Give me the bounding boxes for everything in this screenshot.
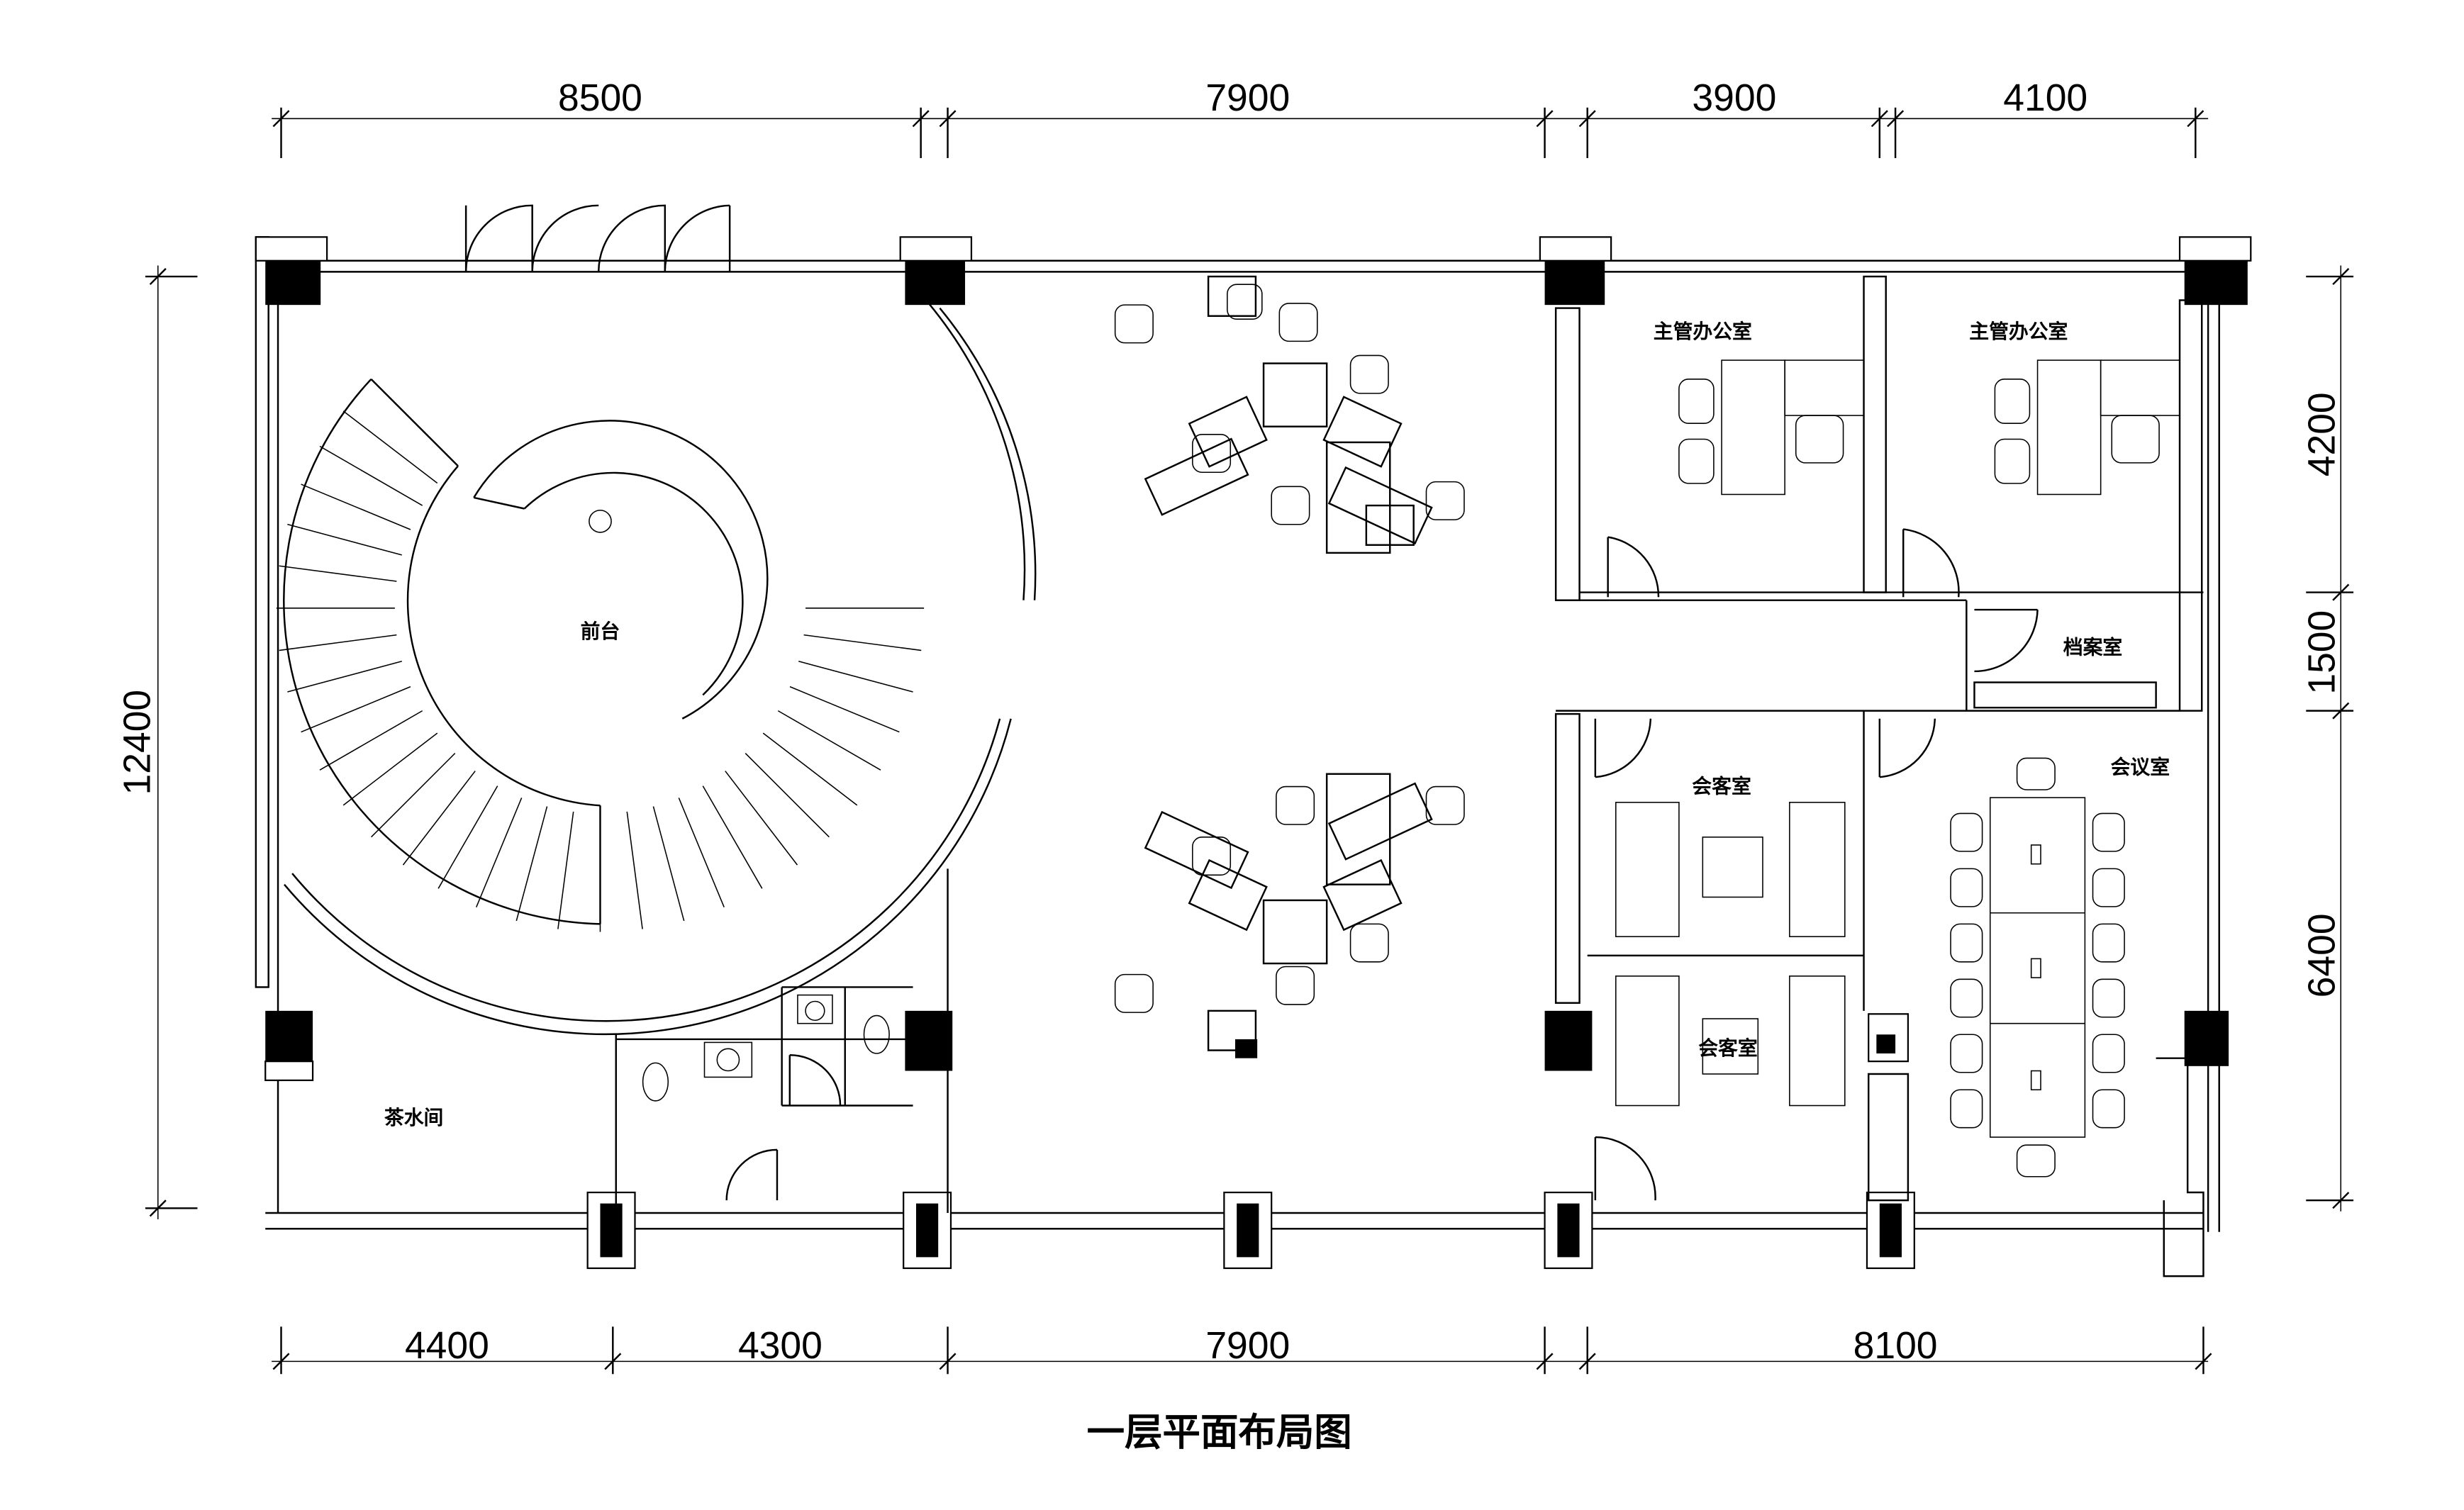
door[interactable] bbox=[1974, 608, 2039, 673]
dim-bottom-3: 7900 bbox=[1205, 1325, 1290, 1367]
door[interactable] bbox=[1607, 536, 1660, 598]
dim-top-1: 8500 bbox=[558, 77, 642, 119]
door[interactable] bbox=[1878, 718, 1936, 778]
meeting-chair bbox=[2092, 868, 2125, 907]
room-label-lounge-1: 会客室 bbox=[1692, 774, 1751, 798]
meeting-chair bbox=[2092, 812, 2125, 852]
dim-bottom-2: 4300 bbox=[738, 1325, 823, 1367]
stair-tread bbox=[798, 661, 913, 693]
room-label-lounge-2: 会客室 bbox=[1698, 1036, 1758, 1060]
stair-tread bbox=[476, 798, 523, 908]
meeting-chair bbox=[2092, 978, 2125, 1018]
exterior-walls bbox=[255, 204, 2243, 1232]
interior-partitions bbox=[1554, 275, 2204, 1277]
stair-tread bbox=[762, 732, 858, 806]
dim-bottom-1: 4400 bbox=[405, 1325, 489, 1367]
dim-right-3: 6400 bbox=[2301, 913, 2343, 997]
room-label-manager-office-2: 主管办公室 bbox=[1969, 320, 2068, 343]
meeting-chair bbox=[1950, 923, 1983, 963]
stair-tread bbox=[402, 771, 476, 866]
stair-tread bbox=[725, 771, 798, 866]
spiral-staircase bbox=[276, 303, 1037, 1036]
structural-columns bbox=[255, 236, 2252, 1270]
stair-tread bbox=[789, 686, 900, 733]
left-dimension: 12400 bbox=[117, 265, 198, 1219]
meeting-table bbox=[1950, 757, 2125, 1178]
stair-tread bbox=[652, 806, 685, 922]
stair-tread bbox=[777, 710, 881, 771]
door[interactable] bbox=[1594, 718, 1652, 778]
stair-tread bbox=[342, 732, 438, 806]
bottom-dimension-chain: 4400 4300 7900 8100 bbox=[272, 1325, 2212, 1375]
dim-right-1: 4200 bbox=[2301, 392, 2343, 476]
meeting-chair bbox=[1950, 978, 1983, 1018]
entrance-double-doors[interactable] bbox=[464, 204, 731, 272]
stair-tread bbox=[319, 710, 423, 771]
room-label-tea-room: 茶水间 bbox=[384, 1106, 444, 1129]
dim-top-3: 3900 bbox=[1692, 77, 1776, 119]
office-chairs bbox=[1114, 284, 1465, 1013]
dim-top-2: 7900 bbox=[1205, 77, 1290, 119]
room-label-meeting-room: 会议室 bbox=[2111, 756, 2170, 779]
stair-tread bbox=[301, 686, 411, 733]
stair-tread bbox=[319, 445, 423, 506]
stair-tread bbox=[745, 753, 830, 838]
meeting-chair bbox=[1950, 868, 1983, 907]
toilet-door[interactable] bbox=[725, 1148, 779, 1201]
lounge-furniture bbox=[1615, 802, 1846, 1107]
stair-tread bbox=[279, 634, 397, 651]
stair-tread bbox=[702, 785, 763, 889]
exterior-stair bbox=[2156, 1057, 2204, 1277]
right-dimension-chain: 4200 1500 6400 bbox=[2301, 265, 2354, 1212]
room-label-manager-office-1: 主管办公室 bbox=[1654, 320, 1752, 343]
stair-tread bbox=[678, 798, 725, 908]
room-label-archive: 档案室 bbox=[2063, 635, 2123, 659]
stair-tread bbox=[287, 661, 402, 693]
toilet-icon bbox=[863, 1014, 890, 1054]
meeting-chair bbox=[2092, 1089, 2125, 1129]
meeting-chair bbox=[2092, 923, 2125, 963]
stair-tread bbox=[287, 523, 402, 556]
dim-left: 12400 bbox=[117, 690, 159, 795]
dim-right-2: 1500 bbox=[2301, 610, 2343, 695]
toilet-block bbox=[615, 868, 949, 1213]
workstation-cluster-bottom bbox=[1144, 773, 1433, 1058]
reception-desk bbox=[473, 420, 769, 720]
meeting-chair bbox=[1950, 812, 1983, 852]
toilet-icon bbox=[642, 1062, 669, 1102]
dim-bottom-4: 8100 bbox=[1853, 1325, 1938, 1367]
toilet-door[interactable] bbox=[788, 1054, 842, 1106]
dim-top-4: 4100 bbox=[2003, 77, 2087, 119]
stair-tread bbox=[626, 811, 643, 929]
stair-tread bbox=[557, 811, 574, 929]
stair-tread bbox=[437, 785, 498, 889]
stair-tread bbox=[279, 565, 397, 582]
top-dimension-chain: 8500 7900 3900 4100 bbox=[272, 77, 2209, 158]
room-label-reception: 前台 bbox=[581, 620, 620, 643]
stair-tread bbox=[371, 379, 456, 464]
door[interactable] bbox=[1594, 1136, 1656, 1201]
meeting-chair bbox=[1950, 1034, 1983, 1073]
stair-tread bbox=[301, 483, 411, 530]
drawing-title: 一层平面布局图 bbox=[1087, 1409, 1352, 1454]
stair-tread bbox=[371, 753, 456, 838]
stair-tread bbox=[342, 410, 438, 484]
meeting-chair bbox=[1950, 1089, 1983, 1129]
stair-tread bbox=[515, 806, 548, 922]
manager-office-furniture bbox=[1678, 359, 2180, 496]
stair-tread bbox=[803, 634, 922, 651]
receptionist-chair-icon bbox=[589, 509, 612, 533]
door[interactable] bbox=[1902, 528, 1960, 598]
meeting-chair bbox=[2092, 1034, 2125, 1073]
workstation-cluster-top bbox=[1144, 275, 1433, 554]
